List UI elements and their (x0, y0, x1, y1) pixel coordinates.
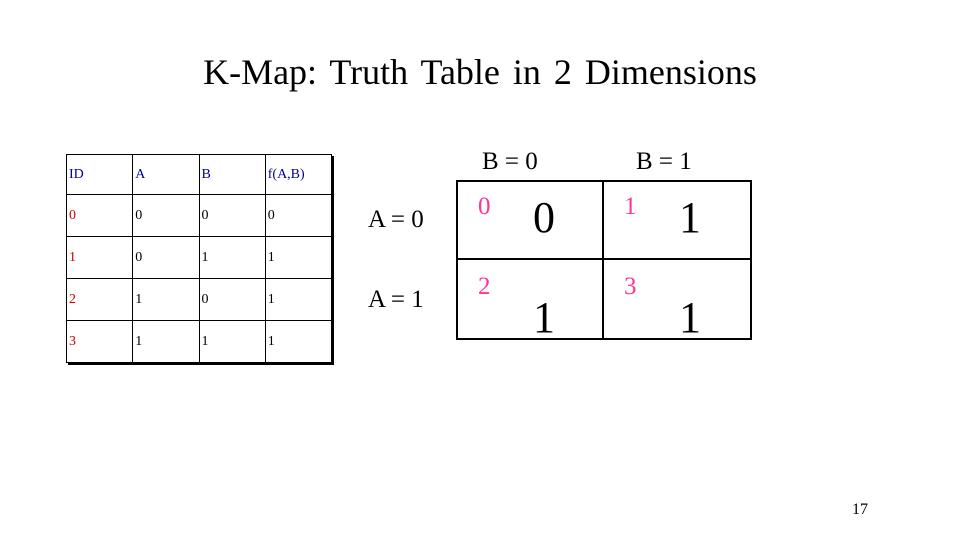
table-cell-f: 1 (264, 320, 333, 363)
table-row: 1 0 1 1 (65, 236, 333, 279)
truth-table: ID A B f(A,B) 0 0 0 0 1 0 1 1 2 1 0 (65, 154, 333, 363)
table-row: 2 1 0 1 (65, 278, 333, 321)
table-header-row: ID A B f(A,B) (65, 154, 333, 195)
table-cell-a: 1 (132, 320, 200, 363)
kmap-row-label-a0: A = 0 (368, 206, 424, 233)
table-cell-b: 1 (198, 320, 266, 363)
table-cell-id: 3 (65, 320, 134, 363)
kmap-row-label-a1: A = 1 (368, 286, 424, 313)
table-cell-f: 1 (264, 278, 333, 321)
kmap-cell-0: 0 0 (458, 182, 604, 260)
kmap-col-label-b0: B = 0 (482, 148, 538, 175)
table-cell-a: 1 (132, 278, 200, 321)
kmap-col-label-b1: B = 1 (636, 148, 692, 175)
kmap-cell-index: 1 (624, 193, 637, 220)
table-cell-id: 1 (65, 236, 134, 279)
table-cell-b: 1 (198, 236, 266, 279)
column-header-id: ID (65, 154, 134, 195)
kmap-grid: 0 0 1 1 2 1 3 1 (456, 180, 752, 342)
kmap-cell-index: 3 (624, 273, 637, 300)
slide-title: K-Map: Truth Table in 2 Dimensions (203, 52, 757, 92)
table-cell-id: 2 (65, 278, 134, 321)
kmap-cell-1: 1 1 (604, 182, 750, 260)
kmap-cell-value: 0 (533, 193, 555, 242)
table-cell-f: 0 (264, 194, 333, 237)
table-cell-b: 0 (198, 194, 266, 237)
kmap-cell-2: 2 1 (458, 260, 604, 342)
kmap-cell-value: 1 (533, 293, 555, 342)
kmap-cell-index: 0 (478, 193, 491, 220)
table-row: 3 1 1 1 (65, 320, 333, 363)
table-cell-id: 0 (65, 194, 134, 237)
page-number: 17 (852, 501, 868, 518)
table-cell-b: 0 (198, 278, 266, 321)
table-row: 0 0 0 0 (65, 194, 333, 237)
column-header-b: B (198, 154, 266, 195)
kmap-cell-value: 1 (679, 293, 701, 342)
column-header-f: f(A,B) (264, 154, 333, 195)
table-cell-a: 0 (132, 236, 200, 279)
column-header-a: A (132, 154, 200, 195)
kmap-cell-value: 1 (679, 193, 701, 242)
table-cell-a: 0 (132, 194, 200, 237)
kmap-cell-index: 2 (478, 273, 491, 300)
table-cell-f: 1 (264, 236, 333, 279)
kmap-cell-3: 3 1 (604, 260, 750, 342)
